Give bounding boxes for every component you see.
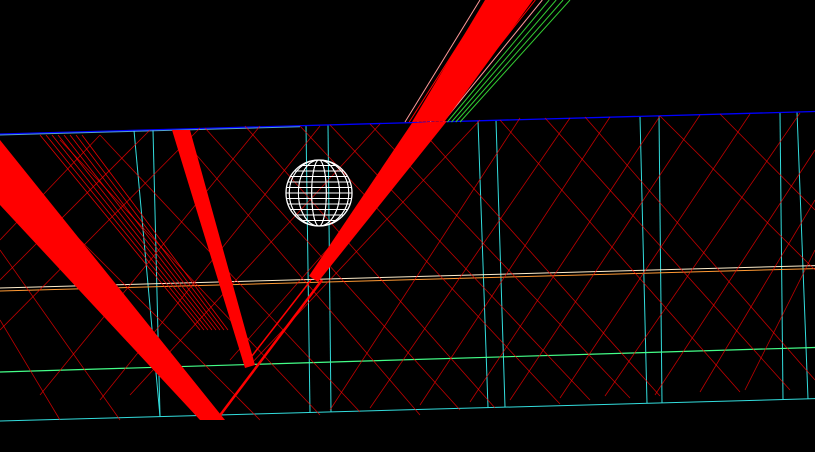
reflected-ray — [509, 114, 701, 401]
reflected-ray — [99, 134, 361, 413]
ray-band-right-lower — [217, 279, 323, 419]
box-green-line — [0, 346, 815, 373]
reflected-rays — [0, 112, 815, 421]
reflected-ray — [659, 115, 815, 271]
incoming-ray-bundle — [0, 0, 571, 420]
reflected-ray — [39, 134, 201, 331]
reflected-ray — [414, 122, 661, 397]
ray-band-secondary — [172, 130, 255, 368]
incoming-ray — [455, 0, 564, 123]
reflected-ray — [51, 134, 209, 331]
reflected-ray — [499, 119, 741, 393]
box-top-edge-highlight — [0, 126, 301, 136]
reflected-ray — [604, 112, 801, 397]
incoming-ray — [442, 0, 543, 123]
reflected-ray — [69, 134, 221, 331]
reflected-ray — [0, 129, 151, 281]
box-post — [477, 120, 489, 408]
wireframe-sphere — [285, 159, 353, 227]
reflected-ray — [544, 117, 791, 391]
reflected-ray — [129, 123, 381, 396]
reflected-ray — [744, 249, 815, 391]
incoming-ray — [451, 0, 557, 123]
ray-band-right-lower — [244, 279, 312, 366]
reflected-ray — [329, 117, 521, 411]
reflected-ray — [204, 127, 461, 411]
reflected-ray — [81, 134, 229, 331]
reflected-ray — [584, 116, 815, 381]
reflected-ray — [0, 127, 201, 331]
reflected-ray — [174, 129, 421, 416]
reflected-ray — [719, 113, 815, 211]
ray-band-left — [0, 140, 225, 420]
light-guide-box — [0, 110, 815, 422]
incoming-ray — [459, 0, 571, 123]
incoming-ray — [446, 0, 550, 123]
reflected-ray — [654, 149, 815, 396]
reflected-ray — [244, 125, 496, 409]
reflected-ray — [369, 123, 631, 399]
reflected-ray — [419, 116, 611, 406]
reflected-ray — [699, 199, 815, 393]
box-mid-line-orange — [0, 268, 815, 292]
reflected-ray — [369, 117, 571, 409]
reflected-ray — [39, 125, 261, 396]
ray-band-right-upper — [309, 121, 447, 282]
reflected-ray — [63, 134, 217, 331]
box-post — [327, 124, 332, 412]
incoming-ray — [404, 0, 481, 123]
reflected-ray — [0, 249, 121, 421]
reflected-ray — [45, 134, 205, 331]
box-post — [305, 125, 311, 413]
box-top-edge — [0, 110, 815, 135]
incoming-ray-band — [412, 0, 533, 122]
box-mid-line — [0, 265, 815, 289]
box-post — [658, 115, 663, 403]
reflected-ray — [75, 134, 225, 331]
box-post — [796, 111, 809, 399]
box-post — [639, 116, 648, 404]
reflected-ray — [299, 125, 561, 405]
reflected-ray — [329, 124, 591, 401]
reflected-ray — [0, 319, 61, 421]
reflected-ray — [469, 115, 661, 403]
box-post — [495, 120, 506, 408]
reflected-ray — [99, 125, 321, 401]
reflected-ray — [559, 113, 751, 399]
box-bottom-edge — [0, 398, 815, 422]
reflected-ray — [57, 134, 213, 331]
